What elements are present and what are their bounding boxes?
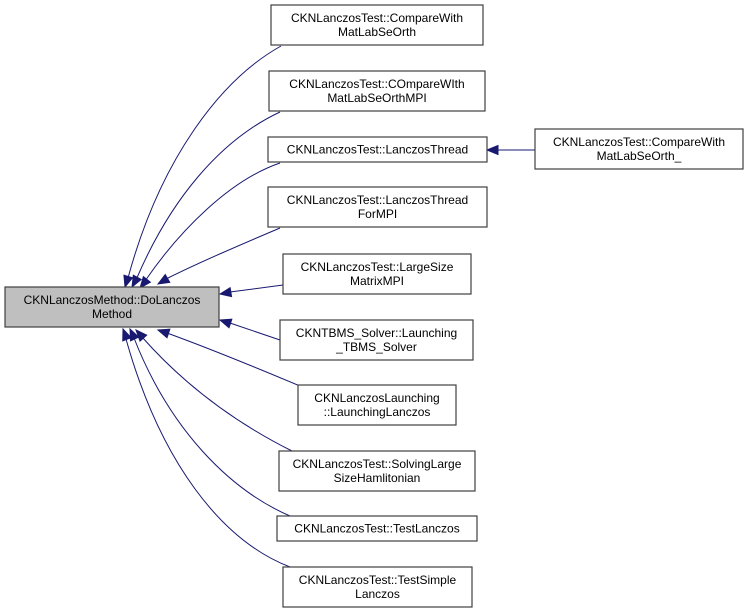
arrowhead-icon xyxy=(156,273,171,285)
call-edge-n7-to-n0 xyxy=(156,328,301,387)
caller-node[interactable]: CKNLanczosLaunching::LaunchingLanczos xyxy=(297,384,457,426)
edge-line xyxy=(166,332,301,387)
call-edge-n4-to-n0 xyxy=(156,227,281,285)
node-label-line: _TBMS_Solver xyxy=(335,340,417,354)
caller-node[interactable]: CKNLanczosTest::COmpareWIthMatLabSeOrthM… xyxy=(268,70,486,112)
node-box[interactable] xyxy=(268,70,486,112)
node-box[interactable] xyxy=(276,515,478,542)
node-box[interactable] xyxy=(267,186,488,228)
call-edge-n9-to-n0 xyxy=(129,327,291,517)
arrowhead-icon xyxy=(139,275,152,290)
nodes-layer: CKNLanczosMethod::DoLanczosMethodCKNLanc… xyxy=(4,4,744,608)
node-label-line: MatLabSeOrth_ xyxy=(597,149,682,163)
node-box[interactable] xyxy=(534,128,744,170)
call-edge-n5-to-n0 xyxy=(218,284,284,298)
caller-node[interactable]: CKNLanczosTest::SolvingLargeSizeHamliton… xyxy=(278,450,476,492)
edge-line xyxy=(229,284,284,293)
arrowhead-icon xyxy=(485,144,499,156)
edge-line xyxy=(229,322,281,341)
node-label-line: ::LaunchingLanczos xyxy=(324,405,431,419)
arrowhead-icon xyxy=(123,274,134,289)
node-label-line: CKNLanczosTest::SolvingLarge xyxy=(293,457,462,471)
node-label-line: CKNLanczosTest::TestLanczos xyxy=(294,522,459,536)
edge-line xyxy=(135,111,281,281)
node-label-line: CKNLanczosTest::LanczosThread xyxy=(287,193,468,207)
call-edge-n1-to-n0 xyxy=(123,45,282,289)
node-label-line: CKNTBMS_Solver::Launching xyxy=(296,326,457,340)
node-box[interactable] xyxy=(282,253,472,295)
call-edge-n8-to-n0 xyxy=(135,329,293,452)
edges-layer xyxy=(122,45,535,568)
edge-line xyxy=(165,227,281,280)
caller-node[interactable]: CKNLanczosTest::LanczosThread xyxy=(267,136,488,163)
call-edge-n11-to-n3 xyxy=(485,144,535,156)
node-label-line: CKNLanczosTest::CompareWith xyxy=(553,135,725,149)
node-label-line: Lanczos xyxy=(355,587,400,601)
call-edge-n6-to-n0 xyxy=(218,318,281,341)
node-box[interactable] xyxy=(279,319,474,361)
call-edge-n2-to-n0 xyxy=(131,111,281,289)
edge-line xyxy=(133,337,291,517)
call-edge-n3-to-n0 xyxy=(139,162,281,290)
node-box[interactable] xyxy=(282,566,473,608)
node-label-line: SizeHamlitonian xyxy=(334,471,421,485)
caller-node[interactable]: CKNTBMS_Solver::Launching_TBMS_Solver xyxy=(279,319,474,361)
caller-node[interactable]: CKNLanczosTest::TestLanczos xyxy=(276,515,478,542)
node-label-line: CKNLanczosTest::TestSimple xyxy=(299,573,457,587)
node-label-line: CKNLanczosTest::CompareWith xyxy=(291,11,463,25)
node-label-line: CKNLanczosMethod::DoLanczos xyxy=(24,293,201,307)
node-label-line: CKNLanczosTest::LargeSize xyxy=(301,260,454,274)
edge-line xyxy=(125,338,291,568)
arrowhead-icon xyxy=(218,286,233,298)
node-label-line: CKNLanczosTest::COmpareWIth xyxy=(289,77,464,91)
node-label-line: Method xyxy=(92,307,132,321)
arrowhead-icon xyxy=(218,318,233,329)
call-edge-n10-to-n0 xyxy=(122,327,291,568)
arrowhead-icon xyxy=(135,329,148,343)
node-label-line: ForMPI xyxy=(358,207,397,221)
edge-line xyxy=(144,162,281,282)
node-label-line: MatrixMPI xyxy=(350,274,404,288)
node-label-line: MatLabSeOrth xyxy=(338,25,416,39)
node-label-line: CKNLanczosLaunching xyxy=(314,391,439,405)
arrowhead-icon xyxy=(129,327,140,342)
node-box[interactable] xyxy=(270,4,484,46)
node-box[interactable] xyxy=(297,384,457,426)
node-box[interactable] xyxy=(267,136,488,163)
node-box[interactable] xyxy=(4,286,220,328)
node-label-line: MatLabSeOrthMPI xyxy=(327,91,426,105)
node-box[interactable] xyxy=(278,450,476,492)
edge-line xyxy=(141,336,293,452)
arrowhead-icon xyxy=(156,328,171,339)
node-label-line: CKNLanczosTest::LanczosThread xyxy=(287,143,468,157)
arrowhead-icon xyxy=(122,327,133,342)
arrowhead-icon xyxy=(131,274,143,289)
edge-line xyxy=(127,45,282,279)
